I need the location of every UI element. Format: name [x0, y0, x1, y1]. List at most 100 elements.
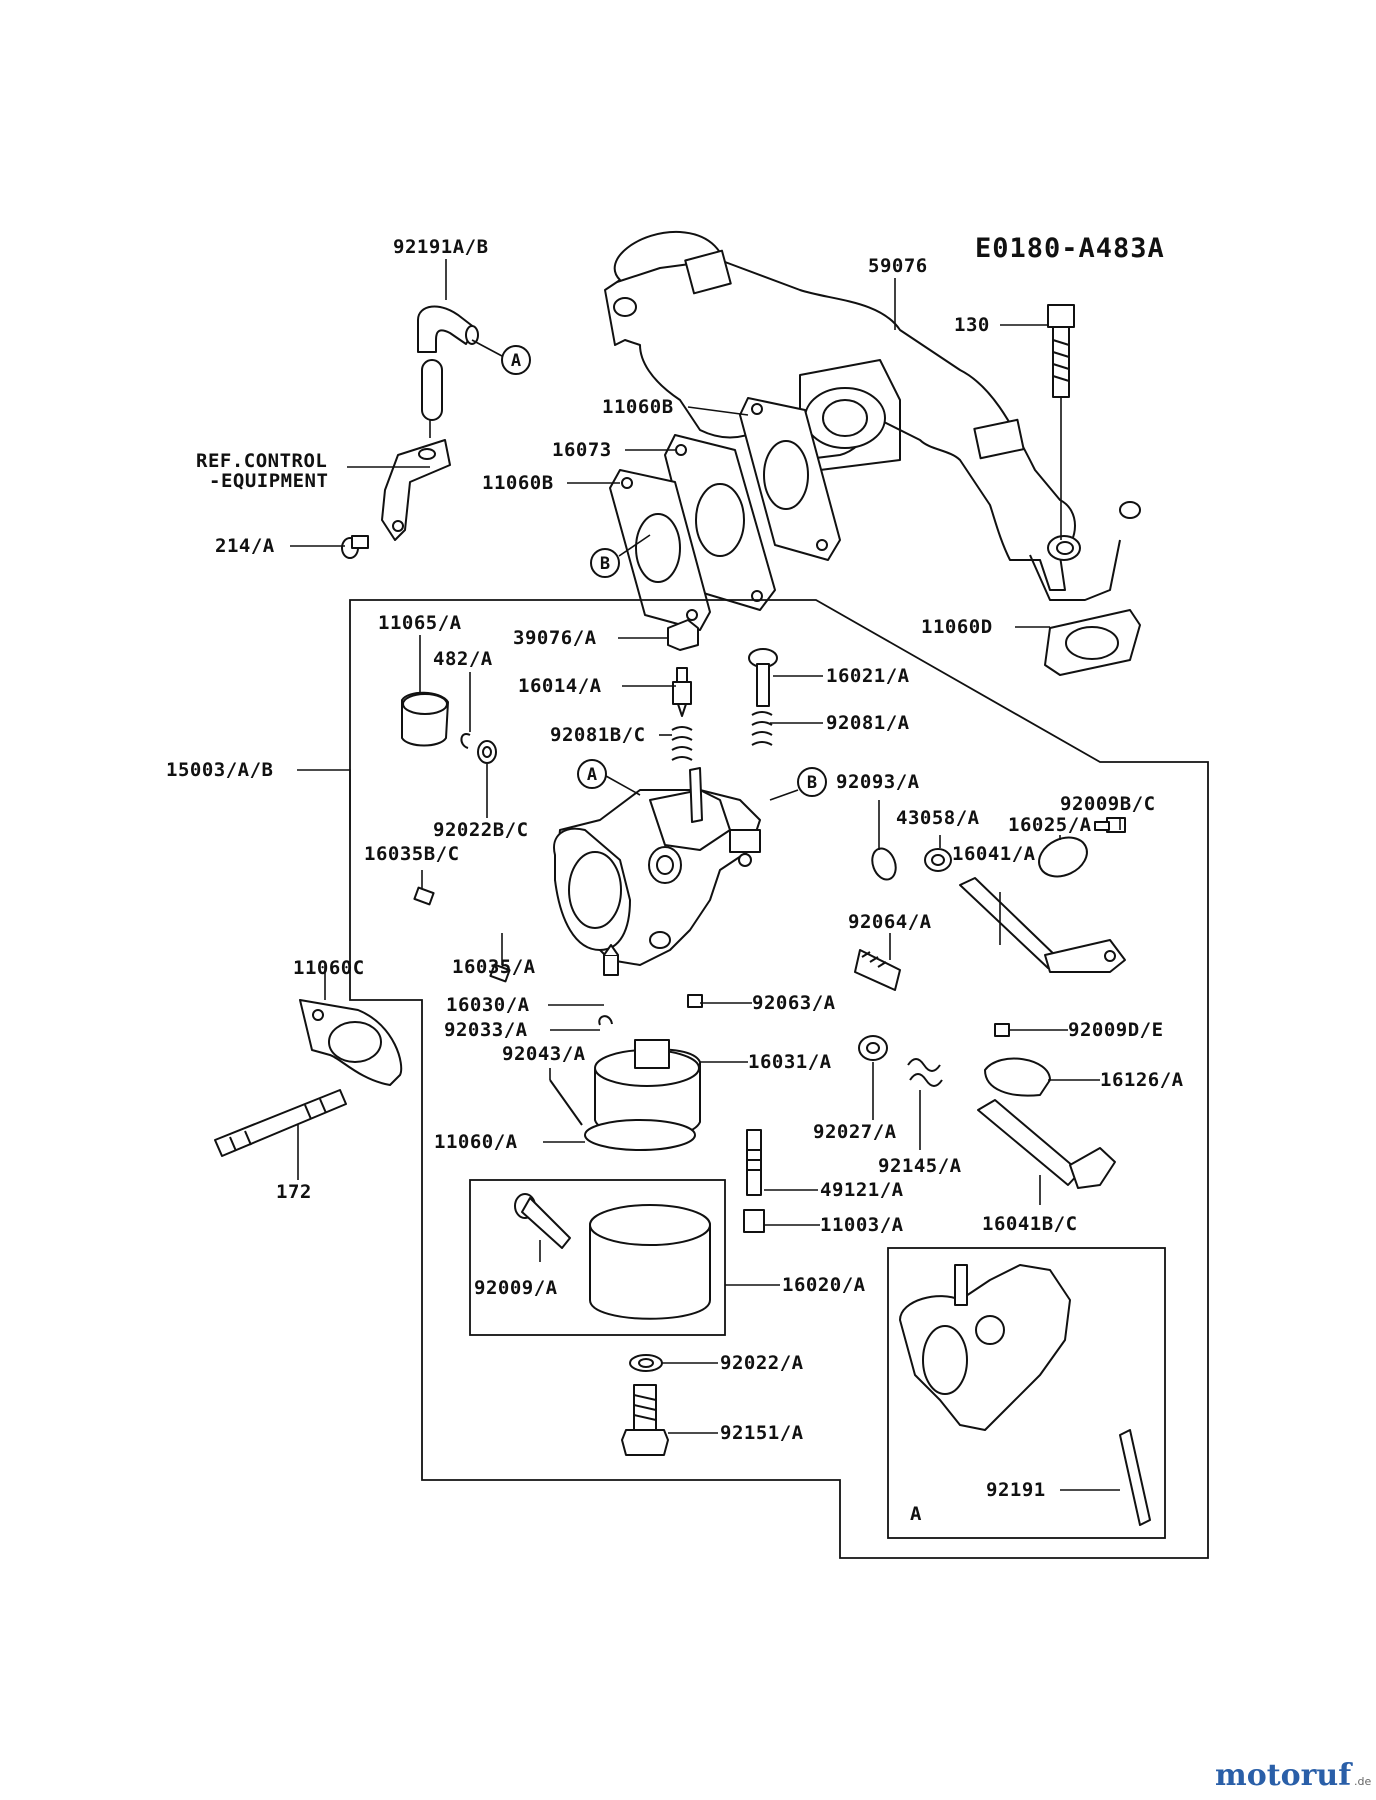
gasket-11060a: [584, 1119, 696, 1151]
label-92033: 92033/A: [444, 1019, 528, 1041]
plate-16126: [984, 1057, 1051, 1097]
label-16041bc: 16041B/C: [982, 1213, 1078, 1235]
label-16031: 16031/A: [748, 1051, 832, 1073]
callout-a-carb: A: [577, 759, 641, 796]
inset-a-frame: [887, 1247, 1166, 1539]
o-ring-92093: [871, 847, 897, 881]
svg-text:A: A: [511, 351, 521, 371]
label-16020: 16020/A: [782, 1274, 866, 1296]
washer-92022bc: [477, 740, 497, 764]
stud-172: [214, 1089, 347, 1157]
nozzle-49121: [746, 1129, 762, 1196]
label-92191: 92191: [986, 1479, 1046, 1501]
label-92081bc: 92081B/C: [550, 724, 646, 746]
label-inset-a: A: [910, 1503, 922, 1525]
float-bowl-subgroup: [469, 1179, 726, 1336]
float-bowl-16020: [589, 1204, 711, 1320]
spring-92081bc: [671, 726, 693, 761]
callout-b-top: B: [590, 534, 651, 578]
bushing-92027: [858, 1035, 888, 1061]
svg-text:B: B: [807, 773, 817, 793]
gasket-11060b-bottom: [609, 469, 711, 631]
label-15003: 15003/A/B: [166, 759, 273, 781]
label-92027: 92027/A: [813, 1121, 897, 1143]
label-16025: 16025/A: [1008, 814, 1092, 836]
clip-482: [460, 733, 471, 749]
label-11003: 11003/A: [820, 1214, 904, 1236]
screw-214: [341, 535, 369, 559]
washer-92022a: [629, 1354, 663, 1372]
label-16035bc: 16035B/C: [364, 843, 460, 865]
screw-92009a: [514, 1193, 571, 1249]
screw-16014: [672, 667, 692, 717]
label-16021: 16021/A: [826, 665, 910, 687]
watermark-brand: motoruf: [1215, 1758, 1353, 1793]
label-equipment: -EQUIPMENT: [209, 470, 328, 492]
label-11060b-bottom: 11060B: [482, 472, 554, 494]
label-92009de: 92009D/E: [1068, 1019, 1164, 1041]
bracket-ref-control: [381, 439, 451, 541]
diagram-code: E0180-A483A: [975, 233, 1165, 264]
cap-11065: [401, 691, 449, 747]
label-92145: 92145/A: [878, 1155, 962, 1177]
label-ref-control: REF.CONTROL: [196, 450, 327, 472]
label-11060a: 11060/A: [434, 1131, 518, 1153]
spacer-16073: [664, 434, 776, 611]
label-49121: 49121/A: [820, 1179, 904, 1201]
label-39076: 39076/A: [513, 627, 597, 649]
svg-text:B: B: [600, 554, 610, 574]
label-11060b-top: 11060B: [602, 396, 674, 418]
needle-16030: [603, 944, 619, 976]
label-130: 130: [954, 314, 990, 336]
label-172: 172: [276, 1181, 312, 1203]
label-11060c: 11060C: [293, 957, 365, 979]
inset-a-carburetor: [899, 1264, 1151, 1526]
label-92022bc: 92022B/C: [433, 819, 529, 841]
watermark-suffix: .de: [1354, 1775, 1371, 1788]
label-43058: 43058/A: [896, 807, 980, 829]
plate-16025: [1038, 836, 1088, 878]
spring-92081a: [751, 711, 773, 746]
svg-text:A: A: [587, 765, 597, 785]
plug-39076: [667, 619, 699, 651]
seal-43058: [924, 848, 952, 872]
label-16041a: 16041/A: [952, 843, 1036, 865]
label-92081a: 92081/A: [826, 712, 910, 734]
label-92022a: 92022/A: [720, 1352, 804, 1374]
label-482: 482/A: [433, 648, 493, 670]
label-92093: 92093/A: [836, 771, 920, 793]
label-214: 214/A: [215, 535, 275, 557]
carburetor-body: [553, 767, 761, 966]
gasket-11060b-top: [739, 397, 841, 561]
label-16126: 16126/A: [1100, 1069, 1184, 1091]
gasket-11060d: [1044, 609, 1141, 676]
label-92009a: 92009/A: [474, 1277, 558, 1299]
label-92064: 92064/A: [848, 911, 932, 933]
label-92151: 92151/A: [720, 1422, 804, 1444]
shaft-16041bc: [977, 1099, 1116, 1189]
spring-92145: [907, 1058, 943, 1087]
jet-16035bc: [413, 886, 435, 906]
pin-92043: [549, 1079, 583, 1126]
label-11060d: 11060D: [921, 616, 993, 638]
label-11065: 11065/A: [378, 612, 462, 634]
label-92191ab: 92191A/B: [393, 236, 489, 258]
screw-92064: [854, 949, 901, 991]
label-92009bc: 92009B/C: [1060, 793, 1156, 815]
clip-92033: [598, 1015, 613, 1026]
watermark-logo: motoruf .de: [1215, 1758, 1371, 1793]
label-16073: 16073: [552, 439, 612, 461]
part-labels: 92191A/B 59076 130 11060B 16073 11060B R…: [166, 236, 1184, 1525]
jet-16035a: [489, 963, 511, 983]
screw-16021: [748, 648, 778, 707]
hose-92191ab: [417, 305, 479, 421]
leader-lines: [290, 259, 1121, 1491]
label-59076: 59076: [868, 255, 928, 277]
stud-11060c: [299, 999, 403, 1086]
label-16035a: 16035/A: [452, 956, 536, 978]
label-92063: 92063/A: [752, 992, 836, 1014]
label-16014: 16014/A: [518, 675, 602, 697]
label-92043: 92043/A: [502, 1043, 586, 1065]
jet-11003: [743, 1209, 765, 1233]
